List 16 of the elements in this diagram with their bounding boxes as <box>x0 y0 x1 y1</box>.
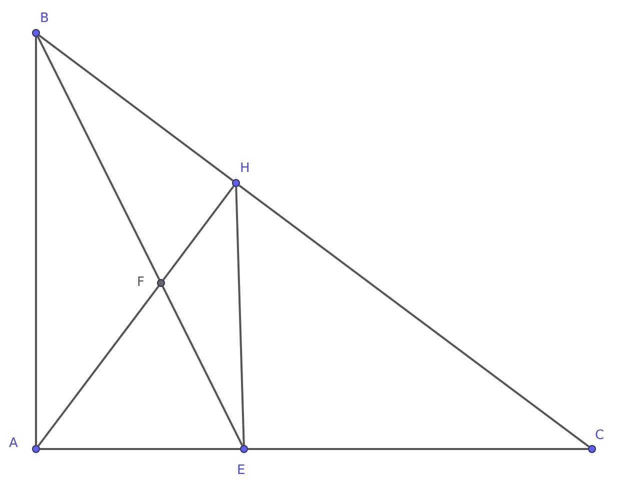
line-segment <box>162 286 244 446</box>
line-segment <box>238 184 590 448</box>
line-segment <box>162 186 234 280</box>
point-label: B <box>40 11 49 26</box>
point-label: C <box>595 428 604 443</box>
point-label: F <box>137 275 144 290</box>
line-segment <box>38 286 160 446</box>
point-label: H <box>240 161 250 176</box>
line-segment <box>38 34 234 182</box>
line-segment <box>248 448 588 450</box>
line-segment <box>35 37 37 445</box>
line-segment <box>235 186 245 446</box>
line-segment <box>36 36 160 280</box>
line-segment <box>40 448 240 450</box>
point-label: E <box>237 463 246 478</box>
point-label: A <box>9 436 18 451</box>
